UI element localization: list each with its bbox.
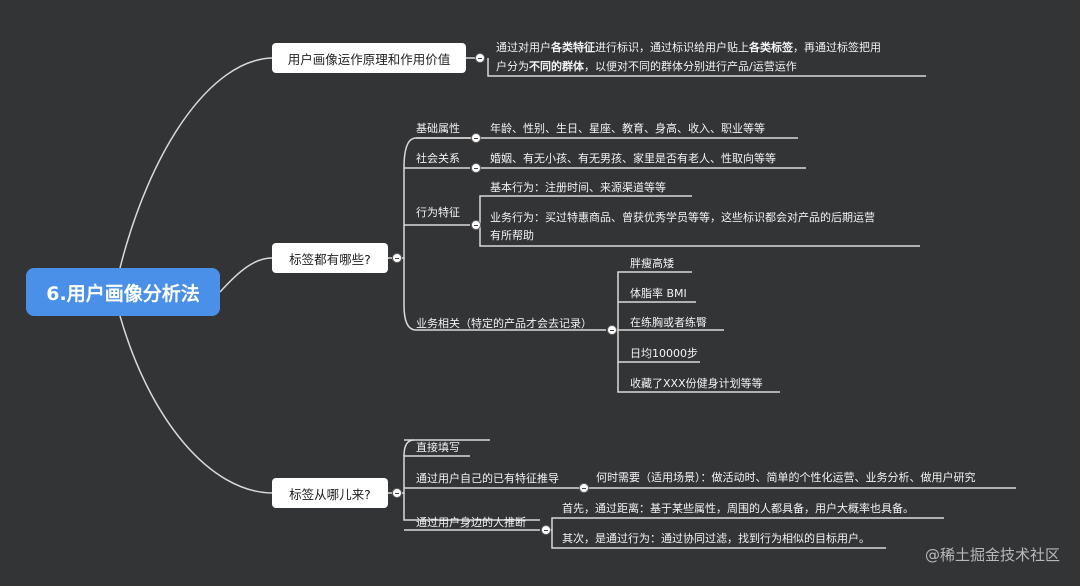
- collapse-toggle-icon[interactable]: [541, 525, 551, 535]
- plain-text: 通过对用户: [496, 41, 551, 54]
- collapse-toggle-icon[interactable]: [579, 483, 589, 493]
- collapse-toggle-icon[interactable]: [607, 325, 617, 335]
- branch-sources-node[interactable]: 标签从哪儿来?: [272, 478, 388, 508]
- watermark: @稀土掘金技术社区: [924, 546, 1060, 564]
- plain-text: ，以便对不同的群体分别进行产品/运营运作: [584, 60, 797, 73]
- collapse-toggle-icon[interactable]: [471, 220, 481, 230]
- basic-attributes-desc: 年龄、性别、生日、星座、教育、身高、收入、职业等等: [490, 122, 765, 135]
- plain-text: 户分为: [496, 60, 529, 73]
- collapse-toggle-icon[interactable]: [471, 163, 481, 173]
- business-item: 日均10000步: [630, 347, 698, 360]
- emphasis-text: 不同的群体: [529, 60, 584, 73]
- infer-nearby-label: 通过用户身边的人推断: [416, 516, 526, 529]
- basic-attributes-label: 基础属性: [416, 122, 460, 135]
- behavior-basic-desc: 基本行为：注册时间、来源渠道等等: [490, 181, 666, 194]
- business-item: 在练胸或者练臀: [630, 316, 707, 329]
- business-item: 胖瘦高矮: [630, 257, 674, 270]
- collapse-toggle-icon[interactable]: [392, 253, 402, 263]
- plain-text: 进行标识，通过标识给用户贴上: [595, 41, 749, 54]
- business-item: 收藏了XXX份健身计划等等: [630, 377, 763, 390]
- principle-desc-line-2: 户分为不同的群体，以便对不同的群体分别进行产品/运营运作: [496, 57, 797, 76]
- branch-principle-node[interactable]: 用户画像运作原理和作用价值: [272, 43, 466, 73]
- collapse-toggle-icon[interactable]: [471, 133, 481, 143]
- infer-nearby-desc-1: 首先，通过距离：基于某些属性，周围的人都具备，用户大概率也具备。: [562, 502, 914, 515]
- direct-fill-label: 直接填写: [416, 441, 460, 454]
- emphasis-text: 各类标签: [749, 41, 793, 54]
- root-node[interactable]: 6.用户画像分析法: [26, 268, 220, 316]
- emphasis-text: 各类特征: [551, 41, 595, 54]
- collapse-toggle-icon[interactable]: [392, 488, 402, 498]
- infer-self-label: 通过用户自己的已有特征推导: [416, 472, 559, 485]
- social-relations-label: 社会关系: [416, 152, 460, 165]
- plain-text: ，再通过标签把用: [793, 41, 881, 54]
- branch-tags-node[interactable]: 标签都有哪些?: [272, 243, 388, 273]
- behavior-business-desc-line-2: 有所帮助: [490, 229, 534, 242]
- behavior-business-desc-line-1: 业务行为：买过特惠商品、曾获优秀学员等等，这些标识都会对产品的后期运营: [490, 211, 875, 224]
- social-relations-desc: 婚姻、有无小孩、有无男孩、家里是否有老人、性取向等等: [490, 152, 776, 165]
- behavior-label: 行为特征: [416, 206, 460, 219]
- business-related-label: 业务相关（特定的产品才会去记录）: [416, 317, 592, 330]
- infer-nearby-desc-2: 其次，是通过行为：通过协同过滤，找到行为相似的目标用户。: [562, 532, 870, 545]
- infer-self-desc: 何时需要（适用场景）：做活动时、简单的个性化运营、业务分析、做用户研究: [596, 471, 976, 484]
- business-item: 体脂率 BMI: [630, 287, 687, 300]
- principle-desc-line-1: 通过对用户各类特征进行标识，通过标识给用户贴上各类标签，再通过标签把用: [496, 38, 881, 57]
- collapse-toggle-icon[interactable]: [475, 53, 485, 63]
